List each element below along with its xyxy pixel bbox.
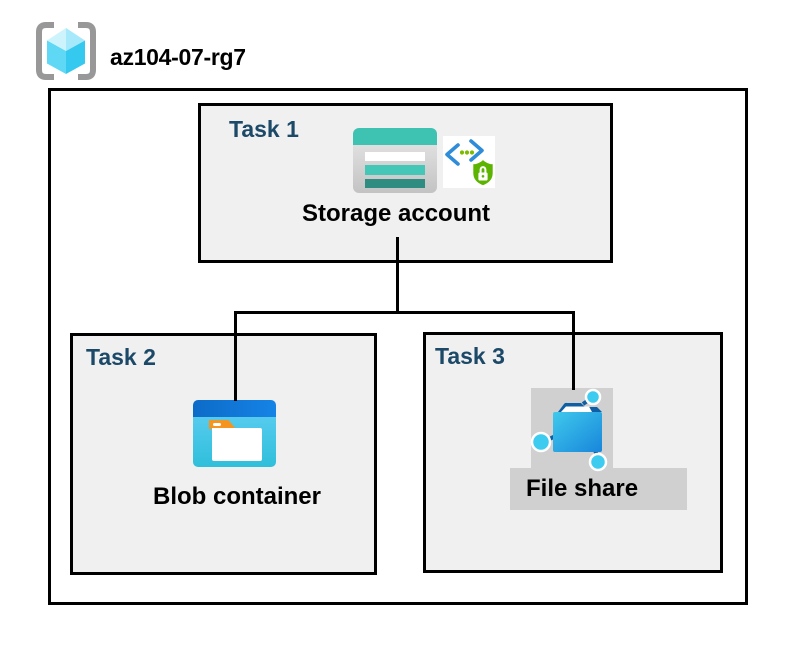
blob-container-label: Blob container [152,483,321,510]
task-box-1: Task 1 Storage account [198,103,613,263]
blob-icon-folder-tab [209,420,236,429]
resource-group-name: az104-07-rg7 [110,44,246,70]
blob-icon-folder [212,428,262,461]
blob-icon-title-bar [193,400,276,417]
resource-group-icon [36,22,96,80]
task-box-2: Task 2 Blob container [70,333,377,575]
blob-container-icon [193,400,276,467]
storage-icon-top-band [353,128,437,145]
storage-icon-stripe-white [365,152,425,161]
storage-account-icon [353,128,437,193]
file-share-label: File share [526,475,639,502]
storage-account-label: Storage account [301,200,491,227]
connector-to-fileshare [572,313,575,390]
file-share-icon-backdrop [530,388,613,472]
file-share-label-band: File share [510,468,687,510]
connector-to-blob [234,313,237,401]
storage-icon-stripe-dark [365,179,425,188]
connector-horizontal [234,311,575,314]
task-1-label: Task 1 [229,116,299,142]
connector-storage-stem [396,237,399,314]
sas-lock-icon [443,136,495,188]
task-2-label: Task 2 [86,344,156,370]
storage-icon-stripe-teal [365,165,425,175]
task-box-3: Task 3 File shar [423,332,723,573]
blob-icon-tab-dash [213,423,221,426]
task-3-label: Task 3 [435,343,505,369]
file-share-icon [530,388,608,472]
